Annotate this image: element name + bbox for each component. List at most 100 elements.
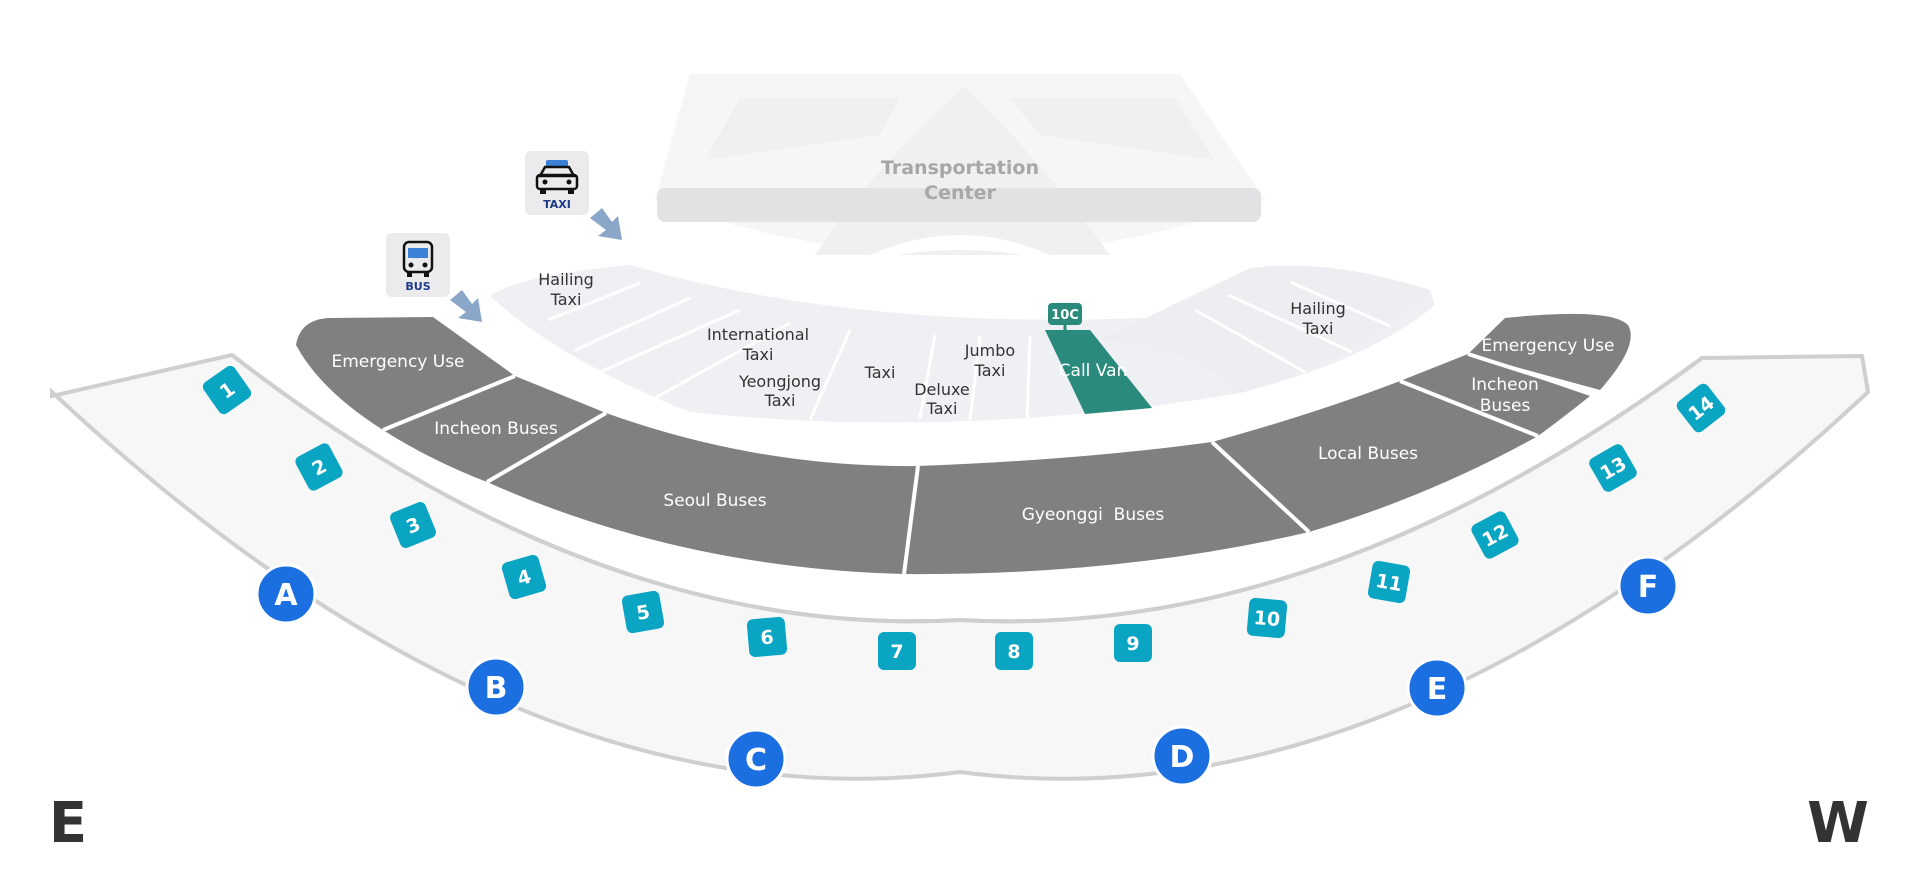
exit-E[interactable]: E <box>1406 657 1468 719</box>
gate-badge-bg <box>1114 624 1152 662</box>
zone-hailing-right[interactable] <box>1100 265 1430 393</box>
bus-direction-marker: BUS <box>386 233 482 322</box>
exit-circle <box>255 563 317 625</box>
gate-badge-2[interactable]: 2 <box>293 441 344 492</box>
exit-A[interactable]: A <box>255 563 317 625</box>
gate-number: 4 <box>515 566 534 591</box>
gate-badge-7[interactable]: 7 <box>878 632 916 670</box>
taxi-zone-labels: Hailing Taxi International Taxi Yeongjon… <box>538 270 1345 418</box>
bus-arrow-icon <box>450 290 482 322</box>
gate-badge-12[interactable]: 12 <box>1469 509 1520 560</box>
label-hailing-taxi-right-1: Hailing <box>1290 299 1345 318</box>
zone-incheon-buses-left[interactable] <box>383 376 606 482</box>
label-yeongjong-taxi-2: Taxi <box>764 391 796 410</box>
gate-number: 5 <box>635 601 652 625</box>
gate-badge-bg <box>1367 560 1411 604</box>
label-gyeonggi-buses: Gyeonggi Buses <box>1022 505 1165 525</box>
label-incheon-buses-right-2: Buses <box>1480 396 1531 416</box>
gate-badge-5[interactable]: 5 <box>621 590 665 634</box>
walkway-inner-edge <box>230 353 1704 624</box>
exit-letter: D <box>1170 740 1195 775</box>
gate-badge-bg <box>746 616 788 658</box>
zone-gyeonggi-buses[interactable] <box>904 442 1309 575</box>
zone-taxi-fan <box>490 265 1435 423</box>
exit-markers: A B C D E F <box>255 555 1679 790</box>
zone-call-van[interactable] <box>1045 330 1152 414</box>
exit-circle <box>725 728 787 790</box>
gate-badge-bg <box>621 590 665 634</box>
label-emergency-use-right: Emergency Use <box>1481 336 1614 356</box>
bus-icon <box>402 240 434 277</box>
gate-badge-10[interactable]: 10 <box>1246 597 1288 639</box>
gate-badge-9[interactable]: 9 <box>1114 624 1152 662</box>
compass-right: W <box>1807 791 1869 856</box>
compass-left: E <box>49 791 87 856</box>
label-local-buses: Local Buses <box>1318 444 1418 464</box>
bus-zones <box>296 313 1631 575</box>
gate-number: 8 <box>1007 641 1020 663</box>
call-van-tag: 10C <box>1048 303 1082 332</box>
gate-badge-14[interactable]: 14 <box>1674 381 1727 434</box>
gate-number: 6 <box>760 626 775 649</box>
zone-seoul-buses[interactable] <box>487 413 918 574</box>
exit-circle <box>1406 657 1468 719</box>
gate-number: 9 <box>1126 633 1139 655</box>
bus-icon-caption: BUS <box>405 280 430 293</box>
exit-circle <box>465 656 527 718</box>
exit-circle <box>1151 725 1213 787</box>
zone-local-buses[interactable] <box>1212 381 1538 532</box>
gate-badge-11[interactable]: 11 <box>1367 560 1411 604</box>
exit-letter: A <box>274 578 298 613</box>
transportation-center-label-1: Transportation <box>881 157 1039 179</box>
gate-badge-6[interactable]: 6 <box>746 616 788 658</box>
exit-D[interactable]: D <box>1151 725 1213 787</box>
label-incheon-buses-right-1: Incheon <box>1471 375 1539 395</box>
label-international-taxi-1: International <box>707 325 809 344</box>
gate-badge-bg <box>1246 597 1288 639</box>
gate-badge-bg <box>1676 383 1726 433</box>
gate-badge-4[interactable]: 4 <box>500 553 547 600</box>
exit-B[interactable]: B <box>465 656 527 718</box>
label-taxi: Taxi <box>864 363 896 382</box>
exit-letter: C <box>745 743 767 778</box>
gate-badge-bg <box>202 365 252 415</box>
gate-badge-1[interactable]: 1 <box>201 364 254 417</box>
zone-incheon-buses-right[interactable] <box>1400 354 1590 436</box>
gate-number: 11 <box>1374 570 1404 596</box>
label-hailing-taxi-left-1: Hailing <box>538 270 593 289</box>
gate-badge-3[interactable]: 3 <box>388 500 437 549</box>
bus-icon-box <box>386 233 450 297</box>
exit-C[interactable]: C <box>725 728 787 790</box>
exit-letter: B <box>485 671 508 706</box>
gate-badge-13[interactable]: 13 <box>1587 442 1639 494</box>
taxi-icon-box <box>525 151 589 215</box>
exit-F[interactable]: F <box>1617 555 1679 617</box>
transportation-center-building: Transportation Center <box>655 74 1265 265</box>
gate-badge-bg <box>995 632 1033 670</box>
gate-badge-8[interactable]: 8 <box>995 632 1033 670</box>
label-yeongjong-taxi-1: Yeongjong <box>738 372 821 391</box>
label-incheon-buses-left: Incheon Buses <box>434 419 558 439</box>
taxi-direction-marker: TAXI <box>525 151 622 240</box>
label-emergency-use-left: Emergency Use <box>331 352 464 372</box>
label-deluxe-taxi-2: Taxi <box>926 399 958 418</box>
zone-emergency-use-right[interactable] <box>1468 313 1631 390</box>
bus-zone-labels: Emergency Use Incheon Buses Seoul Buses … <box>331 336 1614 525</box>
label-hailing-taxi-right-2: Taxi <box>1302 319 1334 338</box>
transportation-center-label-2: Center <box>924 182 996 204</box>
gate-number: 10 <box>1253 607 1281 631</box>
gate-badge-bg <box>501 554 547 600</box>
gate-badge-bg <box>390 502 436 548</box>
taxi-icon-caption: TAXI <box>543 198 571 211</box>
label-seoul-buses: Seoul Buses <box>663 491 766 511</box>
taxi-zones: 10C <box>490 265 1435 423</box>
gate-number: 7 <box>890 641 903 663</box>
label-deluxe-taxi-1: Deluxe <box>914 380 970 399</box>
label-call-van: Call Van <box>1059 361 1128 381</box>
zone-emergency-use-left[interactable] <box>296 317 515 430</box>
label-jumbo-taxi-1: Jumbo <box>964 341 1015 360</box>
gate-badge-bg <box>878 632 916 670</box>
exit-circle <box>1617 555 1679 617</box>
gate-badge-bg <box>295 443 343 491</box>
